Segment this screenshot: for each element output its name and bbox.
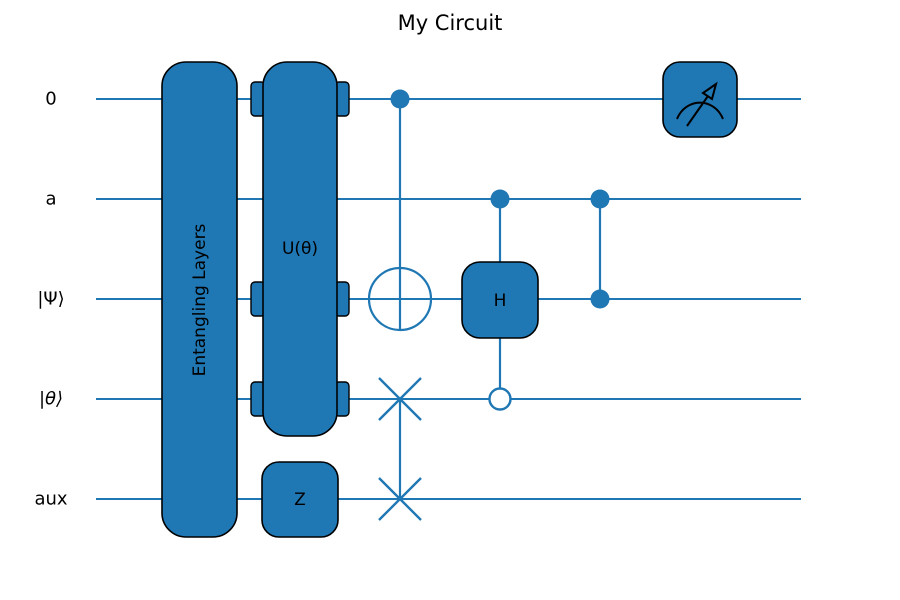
measurement-gauge-icon xyxy=(676,81,724,127)
wire-label-psi: |Ψ⟩ xyxy=(37,289,64,310)
cz-control-dot-psi xyxy=(590,289,610,309)
circuit-title: My Circuit xyxy=(398,11,503,35)
cz-control-dot-a xyxy=(590,189,610,209)
entangling-layers-label: Entangling Layers xyxy=(190,223,210,376)
measurement-gate xyxy=(662,61,738,138)
cnot-target-icon xyxy=(367,266,433,332)
swap-x-icon-aux xyxy=(378,477,422,521)
controlled-h-control-dot xyxy=(490,189,510,209)
z-gate-label: Z xyxy=(294,490,306,510)
u-theta-gate xyxy=(262,61,338,437)
wire-label-theta: |θ⟩ xyxy=(39,389,63,410)
u-theta-label: U(θ) xyxy=(282,239,318,259)
cnot-control-dot xyxy=(390,89,410,109)
h-gate-label: H xyxy=(494,291,507,311)
entangling-layers-gate xyxy=(161,61,238,538)
wire-label-aux: aux xyxy=(34,489,67,510)
wire-label-a: a xyxy=(45,189,56,210)
z-gate xyxy=(261,461,339,538)
h-gate xyxy=(461,261,539,339)
controlled-h-open-control xyxy=(488,387,512,411)
swap-x-icon-theta xyxy=(378,377,422,421)
wire-label-0: 0 xyxy=(45,89,56,110)
